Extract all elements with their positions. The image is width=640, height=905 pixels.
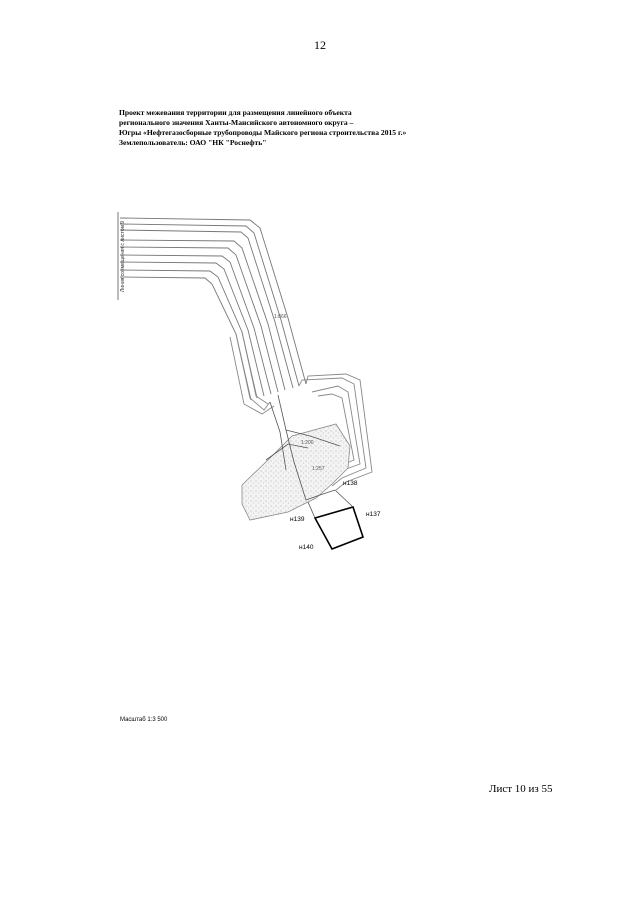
parcel-label-1: 1:866: [274, 314, 287, 320]
corridor-lines: [119, 217, 307, 401]
parcel-inner-lines: [265, 394, 341, 501]
sheet-edge-label: Линия совмещения с листом 9: [120, 221, 126, 292]
right-loop-lines: [298, 373, 373, 491]
sheet-counter: Лист 10 из 55: [489, 783, 553, 795]
header-line-3: Югры «Нефтегазосборные трубопроводы Майс…: [119, 128, 407, 137]
cadastral-map: Линия совмещения с листом 9 1: [117, 212, 381, 551]
point-label-n139: н139: [290, 516, 305, 523]
header-line-2: регионального значения Ханты-Мансийского…: [119, 118, 354, 127]
plot-connector-2: [307, 501, 316, 519]
header-line-4: Землепользователь: ОАО "НК "Роснефть": [119, 138, 267, 147]
point-label-n137: н137: [366, 511, 381, 518]
header-line-1: Проект межевания территории для размещен…: [119, 108, 352, 117]
map-scale: Масштаб 1:3 500: [120, 717, 168, 723]
plot-connector: [334, 489, 354, 508]
page-number: 12: [314, 38, 326, 52]
parcel-area: [241, 423, 351, 521]
sheet-total: из 55: [528, 783, 553, 795]
document-header: Проект межевания территории для размещен…: [119, 108, 539, 148]
parcel-label-2: 1:200: [301, 440, 314, 446]
point-label-n140: н140: [299, 544, 314, 551]
point-label-n138: н138: [343, 480, 358, 487]
corridor-bend: [229, 331, 275, 415]
land-plot-boundary: [313, 506, 365, 550]
sheet-label: Лист 10: [489, 783, 526, 795]
parcel-label-3: 1:257: [312, 466, 325, 472]
